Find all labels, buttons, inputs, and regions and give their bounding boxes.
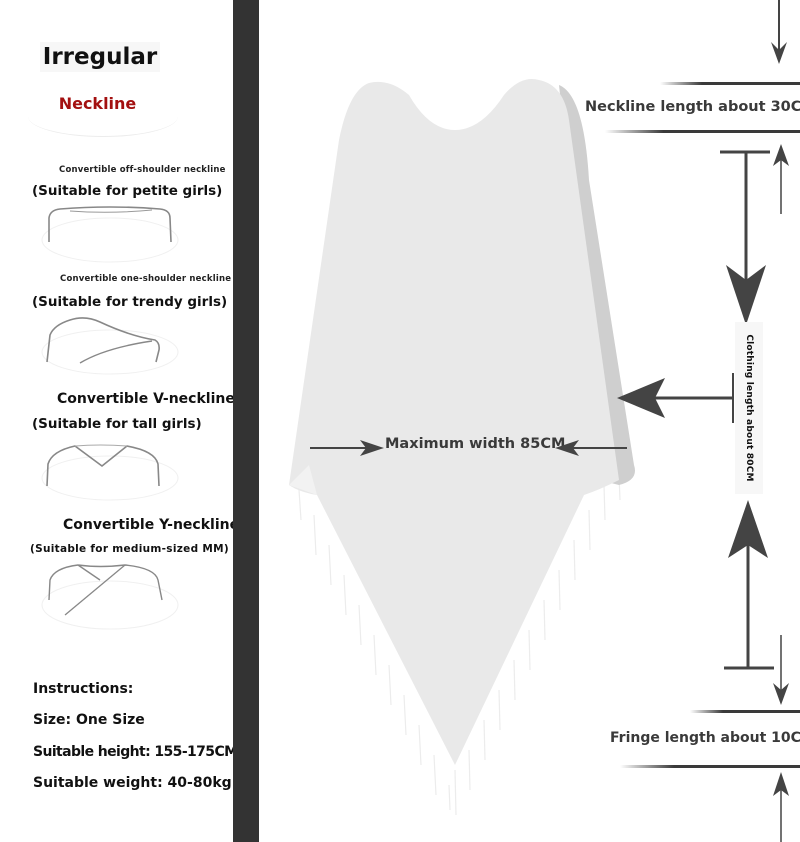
style-name-off-shoulder: Convertible off-shoulder neckline [59,165,226,175]
style-name-v-neck: Convertible V-neckline [57,391,235,407]
fringe-arrow-up-icon [773,772,789,842]
fringe-guide-bottom [620,765,800,768]
instructions-size: Size: One Size [33,712,145,728]
divider-bar [233,0,259,842]
neckline-guide-top [660,82,800,85]
neckline-arrow-up-icon [773,144,789,214]
style-note-y-neck: (Suitable for medium-sized MM) [30,543,229,555]
style-name-one-shoulder: Convertible one-shoulder neckline [60,274,232,284]
off-shoulder-neckline-icon [41,206,179,263]
style-note-v-neck: (Suitable for tall girls) [32,416,202,432]
subtitle-underline [28,96,178,137]
fringe-arrow-down-icon [773,635,789,705]
fringe-guide-top [690,710,800,713]
one-shoulder-neckline-icon [41,317,179,375]
pointer-arrow-left-icon [617,373,734,423]
neckline-length-label: Neckline length about 30CM [585,99,800,115]
width-arrow-right-icon [310,440,384,456]
maximum-width-label: Maximum width 85CM [385,436,566,452]
clothing-length-arrow-down-icon [720,150,770,325]
page-title: Irregular [40,42,160,72]
instructions-weight: Suitable weight: 40-80kg [33,775,232,791]
instructions-heading: Instructions: [33,681,134,697]
clothing-length-arrow-up-icon [724,500,774,670]
clothing-length-label: Clothing length about 80CM [744,334,754,482]
garment-body [289,79,619,765]
neckline-guide-bottom [605,130,800,133]
style-name-y-neck: Convertible Y-neckline [63,517,240,533]
style-note-off-shoulder: (Suitable for petite girls) [32,183,223,199]
clothing-length-box: Clothing length about 80CM [735,322,763,494]
y-neckline-icon [41,564,179,630]
neckline-arrow-down-icon [771,0,787,64]
garment-diagram [289,79,635,816]
v-neckline-icon [41,444,179,501]
style-note-one-shoulder: (Suitable for trendy girls) [32,294,228,310]
width-arrow-left-icon [555,440,627,456]
instructions-height: Suitable height: 155-175CM [33,744,238,760]
fringe [298,474,621,816]
fringe-length-label: Fringe length about 10CM [610,730,800,746]
style-guide-panel: Irregular Neckline Convertible off-shoul… [0,0,239,842]
